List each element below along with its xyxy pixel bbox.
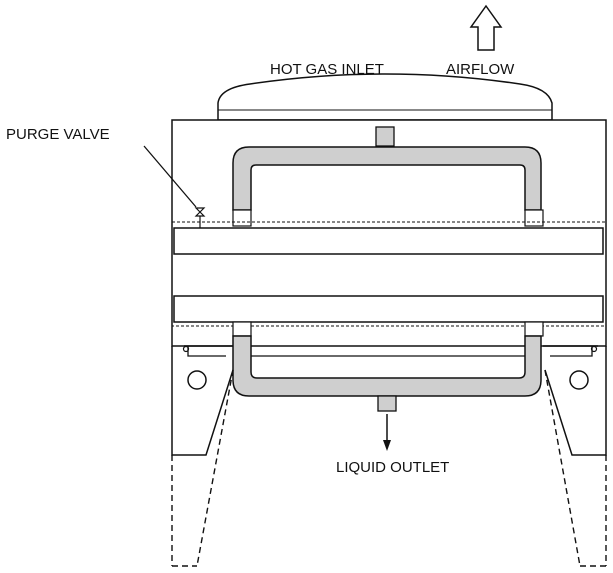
coil-dashed-outline: [171, 221, 607, 327]
right-dashed-leg: [544, 369, 607, 567]
upper-right-socket: [524, 209, 544, 227]
lower-left-socket: [232, 321, 252, 337]
left-bracket: [171, 345, 234, 456]
inlet-stub: [375, 126, 395, 147]
upper-left-socket: [232, 209, 252, 227]
upper-coil-bar: [173, 227, 604, 255]
left-mounting-hole-icon: [187, 370, 207, 390]
purge-valve-label: PURGE VALVE: [6, 126, 110, 143]
purge-valve-leader: [143, 145, 197, 208]
right-mounting-hole-icon: [569, 370, 589, 390]
left-dashed-leg: [171, 369, 234, 567]
liquid-outlet-arrowhead: [383, 440, 391, 451]
fan-dome: [217, 73, 553, 121]
liquid-outlet-label: LIQUID OUTLET: [336, 459, 449, 476]
lower-pipe: [232, 335, 542, 397]
purge-valve-icon: [194, 207, 206, 228]
right-bracket: [543, 345, 607, 456]
outlet-stub: [377, 395, 397, 412]
airflow-arrow-icon: [469, 4, 503, 51]
lower-right-socket: [524, 321, 544, 337]
airflow-label: AIRFLOW: [446, 61, 515, 78]
lower-coil-bar: [173, 295, 604, 323]
